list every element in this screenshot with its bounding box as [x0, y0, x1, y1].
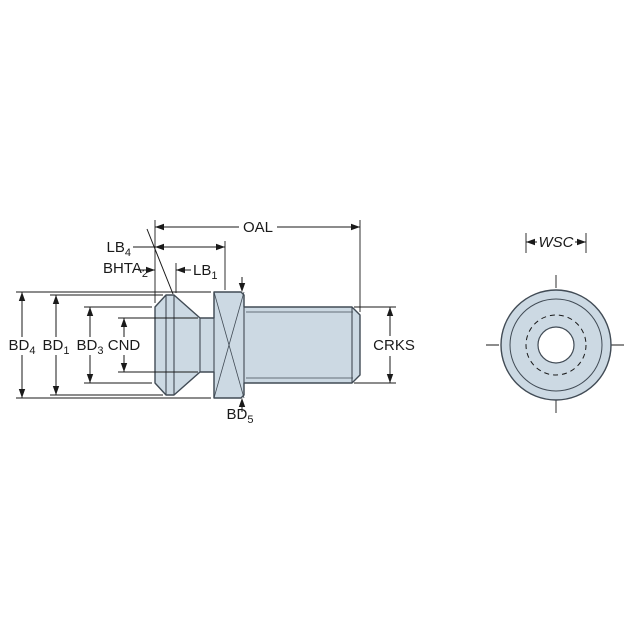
- arrowhead: [86, 374, 94, 383]
- arrowhead: [216, 243, 225, 251]
- label-oal: OAL: [243, 219, 273, 236]
- label-bd3: BD3: [77, 337, 104, 357]
- dim-crks: CRKS: [354, 306, 415, 384]
- dim-bd3: BD3: [77, 306, 152, 384]
- arrowhead: [155, 223, 164, 231]
- arrowhead: [176, 266, 185, 274]
- intermediate-circle: [509, 298, 603, 392]
- arrowhead: [120, 363, 128, 372]
- arrowhead: [351, 223, 360, 231]
- label-lb1: LB1: [193, 262, 217, 282]
- arrowhead: [146, 266, 155, 274]
- dim-bhta2: BHTA2: [103, 228, 174, 295]
- dim-lb4: LB4: [107, 239, 226, 290]
- label-bhta2: BHTA2: [103, 260, 148, 280]
- wrench-flat-circle: [525, 314, 587, 376]
- dim-lb1: LB1: [138, 262, 217, 293]
- dim-bd5: BD5: [227, 277, 254, 426]
- arrowhead: [52, 295, 60, 304]
- part-outline: [154, 291, 361, 399]
- arrowhead: [238, 283, 246, 292]
- arrowhead: [155, 243, 164, 251]
- arrowhead: [526, 238, 535, 246]
- cross-mark: [213, 291, 245, 399]
- label-crks: CRKS: [373, 337, 415, 354]
- arrowhead: [18, 292, 26, 301]
- arrowhead: [18, 389, 26, 398]
- label-bd1: BD1: [43, 337, 70, 357]
- dim-oal: OAL: [154, 219, 361, 312]
- arrowhead: [120, 318, 128, 327]
- arrowhead: [52, 386, 60, 395]
- dim-bd1: BD1: [43, 294, 163, 396]
- label-lb4: LB4: [107, 239, 131, 259]
- dim-wsc: WSC: [525, 233, 587, 253]
- arrowhead: [238, 398, 246, 407]
- arrowhead: [386, 374, 394, 383]
- label-cnd: CND: [108, 337, 141, 354]
- side-view: [154, 291, 361, 399]
- angle-leader-line: [146, 228, 174, 295]
- dim-cnd: CND: [108, 317, 198, 373]
- arrowhead: [577, 238, 586, 246]
- dim-bd4: BD4: [9, 291, 211, 399]
- label-bd5: BD5: [227, 406, 254, 426]
- arrowhead: [386, 307, 394, 316]
- end-view: [486, 275, 626, 415]
- center-hole: [537, 326, 575, 364]
- arrowhead: [86, 307, 94, 316]
- label-bd4: BD4: [9, 337, 36, 357]
- label-wsc: WSC: [539, 234, 574, 251]
